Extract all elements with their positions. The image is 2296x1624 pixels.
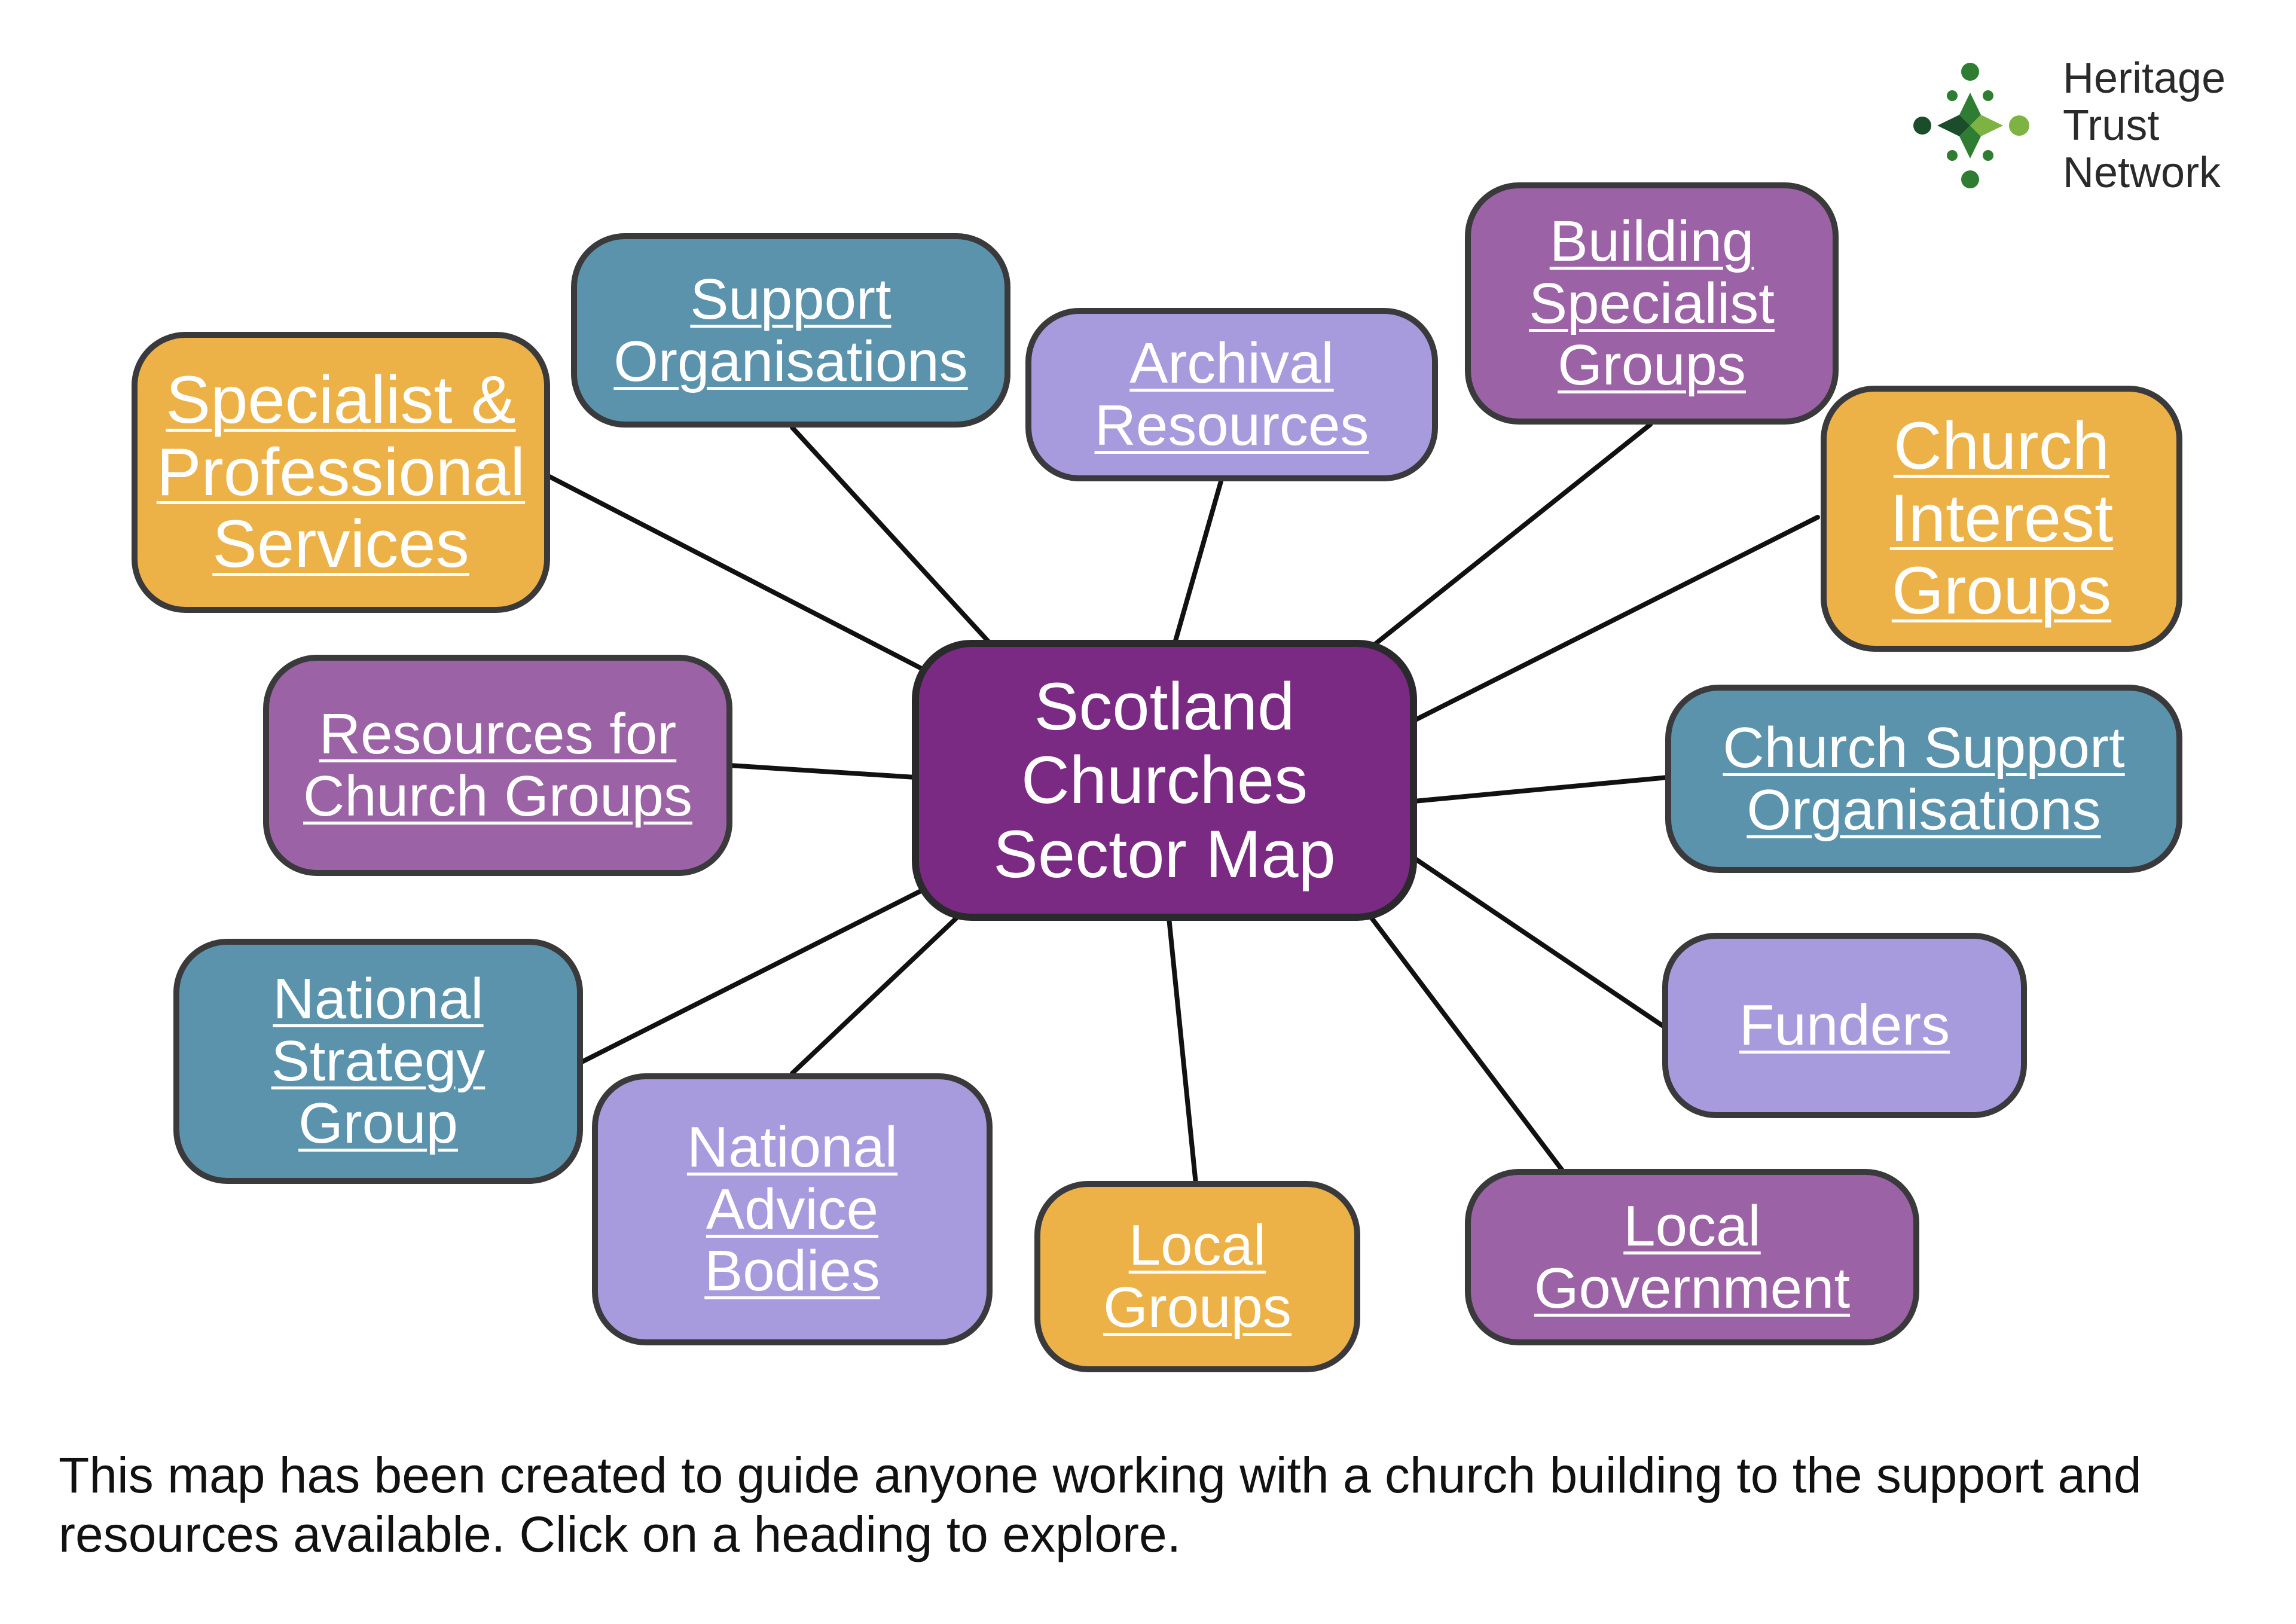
connector-funders [1412, 856, 1665, 1028]
link-national-strategy-group[interactable]: National Strategy Group [271, 967, 486, 1155]
link-building-specialist-groups[interactable]: Building Specialist Groups [1529, 209, 1775, 398]
node-church-interest-groups[interactable]: Church Interest Groups [1821, 386, 2182, 652]
connector-national-advice [790, 915, 959, 1076]
center-node-scotland-churches-sector-map: Scotland Churches Sector Map [912, 640, 1417, 921]
node-local-groups[interactable]: Local Groups [1034, 1181, 1360, 1372]
caption-text: This map has been created to guide anyon… [59, 1447, 2142, 1563]
link-local-groups[interactable]: Local Groups [1103, 1213, 1292, 1339]
link-specialist-professional-services[interactable]: Specialist & Professional Services [156, 362, 526, 582]
link-national-advice-bodies[interactable]: National Advice Bodies [686, 1115, 898, 1304]
connector-church-support-orgs [1412, 775, 1671, 804]
logo-text: Heritage Trust Network [2063, 54, 2226, 197]
center-title: Scotland Churches Sector Map [993, 669, 1336, 892]
connector-specialist-professional [545, 473, 926, 672]
node-specialist-professional-services[interactable]: Specialist & Professional Services [132, 332, 550, 613]
connector-building-specialist [1367, 422, 1653, 651]
logo-mark-icon [1913, 63, 2029, 188]
connector-support-organisations [790, 425, 992, 645]
heritage-trust-network-logo-icon [1913, 63, 2029, 188]
connector-national-strategy [581, 886, 929, 1064]
node-funders[interactable]: Funders [1662, 933, 2027, 1118]
node-national-advice-bodies[interactable]: National Advice Bodies [592, 1073, 993, 1345]
link-resources-for-church-groups[interactable]: Resources for Church Groups [303, 702, 692, 828]
node-support-organisations[interactable]: Support Organisations [571, 233, 1010, 428]
link-funders[interactable]: Funders [1739, 993, 1950, 1058]
connector-local-government [1367, 912, 1566, 1174]
link-local-government[interactable]: Local Government [1534, 1193, 1851, 1320]
node-church-support-organisations[interactable]: Church Support Organisations [1665, 685, 2182, 873]
node-archival-resources[interactable]: Archival Resources [1025, 308, 1438, 481]
connector-local-groups [1167, 915, 1198, 1186]
link-church-support-organisations[interactable]: Church Support Organisations [1723, 715, 2125, 842]
node-resources-for-church-groups[interactable]: Resources for Church Groups [263, 655, 732, 876]
link-archival-resources[interactable]: Archival Resources [1094, 331, 1369, 457]
node-building-specialist-groups[interactable]: Building Specialist Groups [1465, 182, 1839, 425]
link-support-organisations[interactable]: Support Organisations [613, 267, 968, 393]
link-church-interest-groups[interactable]: Church Interest Groups [1889, 408, 2114, 628]
node-national-strategy-group[interactable]: National Strategy Group [173, 939, 583, 1184]
connector-resources-church-groups [727, 763, 917, 780]
connector-archival-resources [1173, 479, 1223, 645]
connector-church-interest [1412, 515, 1820, 723]
node-local-government[interactable]: Local Government [1465, 1169, 1919, 1345]
